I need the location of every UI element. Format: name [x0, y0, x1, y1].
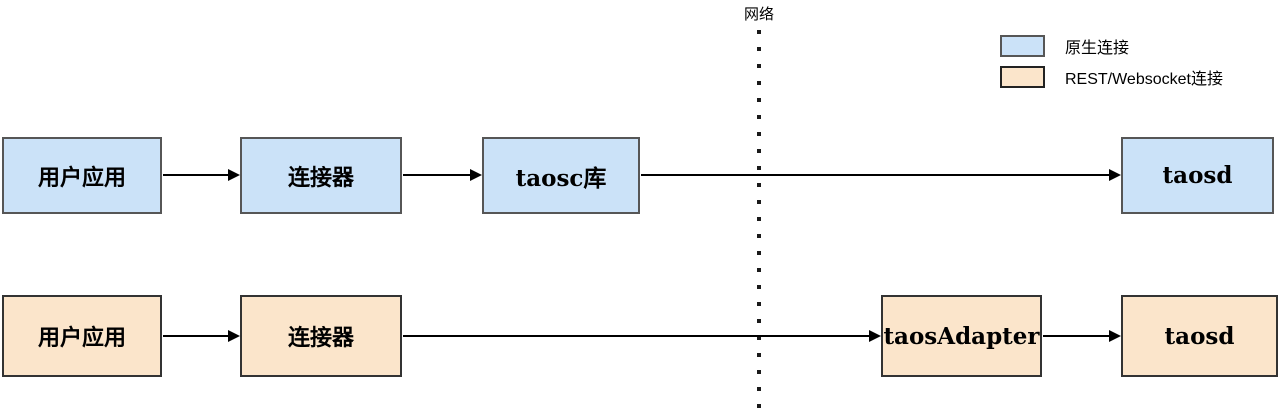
node-connector-native: 连接器 [240, 137, 402, 214]
network-divider-label: 网络 [743, 6, 775, 23]
arrow-taosadapter-to-taosd [1043, 330, 1121, 342]
legend-label-native: 原生连接 [1065, 40, 1130, 57]
node-connector-rest: 连接器 [240, 295, 402, 377]
node-taosc-lib: taosc库 [482, 137, 640, 214]
arrow-user-app-to-connector-native [163, 169, 240, 181]
legend-swatch-rest-icon [1000, 66, 1045, 88]
arrow-user-app-to-connector-rest [163, 330, 240, 342]
arrow-connector-to-taosc [403, 169, 482, 181]
node-taosd-rest: taosd [1121, 295, 1278, 377]
legend-item-native: 原生连接 [1000, 34, 1223, 58]
legend-label-rest: REST/Websocket连接 [1065, 71, 1223, 88]
arrow-taosc-to-taosd [641, 169, 1121, 181]
legend: 原生连接 REST/Websocket连接 [1000, 34, 1223, 89]
arrow-connector-to-taosadapter [403, 330, 881, 342]
node-user-app-native: 用户应用 [2, 137, 162, 214]
node-user-app-rest: 用户应用 [2, 295, 162, 377]
node-taosadapter: taosAdapter [881, 295, 1042, 377]
legend-swatch-native-icon [1000, 35, 1045, 57]
node-taosd-native: taosd [1121, 137, 1274, 214]
legend-item-rest: REST/Websocket连接 [1000, 65, 1223, 89]
network-divider-dotted-line [757, 30, 761, 409]
